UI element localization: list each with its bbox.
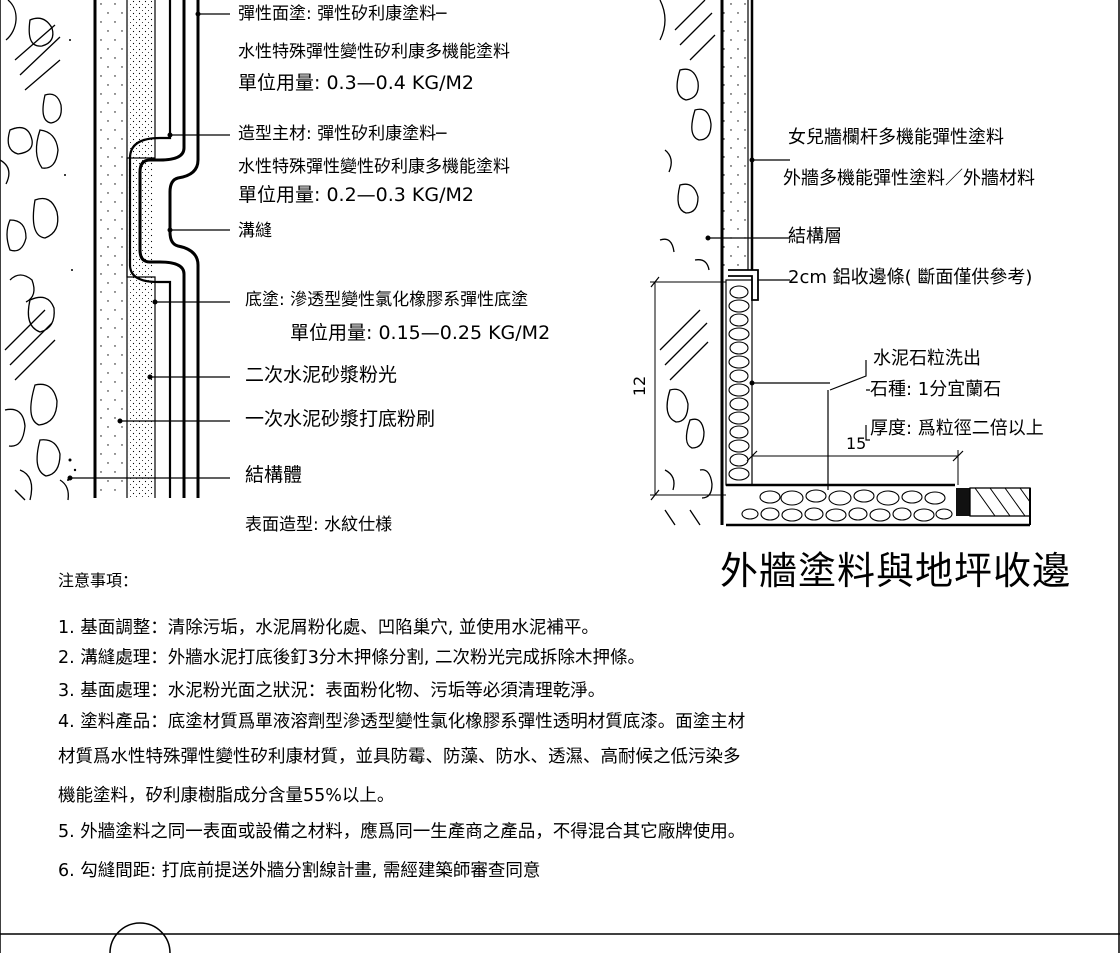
left-aggregate-dots bbox=[64, 39, 77, 481]
left-aggregate bbox=[0, 0, 69, 501]
note-item: 材質爲水性特殊彈性變性矽利康材質，並具防霉、防藻、防水、透濕、高耐候之低污染多 bbox=[58, 747, 741, 767]
dimension-vertical: 12 bbox=[630, 375, 650, 397]
left-label-second-mortar: 二次水泥砂漿粉光 bbox=[245, 364, 398, 386]
washed-stone-floor bbox=[741, 489, 953, 522]
left-label-topcoat-b: 水性特殊彈性變性矽利康多機能塗料 bbox=[238, 42, 510, 62]
note-item: 1. 基面調整：清除污垢，水泥屑粉化處、凹陷巢穴, 並使用水泥補平。 bbox=[58, 618, 599, 638]
right-label-exterior: 外牆多機能彈性塗料／外牆材料 bbox=[783, 168, 1035, 189]
left-label-main-b: 水性特殊彈性變性矽利康多機能塗料 bbox=[238, 157, 510, 177]
note-item: 4. 塗料產品：底塗材質爲單液溶劑型滲透型變性氯化橡膠系彈性透明材質底漆。面塗主… bbox=[58, 712, 746, 732]
note-item: 機能塗料，矽利康樹脂成分含量55%以上。 bbox=[58, 786, 395, 806]
washed-stone-vertical bbox=[728, 285, 750, 481]
note-item: 3. 基面處理：水泥粉光面之狀況：表面粉化物、污垢等必須清理乾淨。 bbox=[58, 681, 606, 701]
right-label-stone-type: 石種: 1分宜蘭石 bbox=[870, 379, 1002, 400]
left-wall-section bbox=[0, 0, 230, 501]
right-label-structure-layer: 結構層 bbox=[788, 226, 842, 247]
dimension-horizontal: 15 bbox=[846, 434, 867, 453]
left-label-structure: 結構體 bbox=[245, 464, 303, 486]
notes-heading: 注意事項： bbox=[58, 571, 139, 590]
note-item: 6. 勾縫間距: 打底前提送外牆分割線計畫, 需經建築師審查同意 bbox=[58, 861, 541, 881]
right-label-thickness: 厚度: 爲粒徑二倍以上 bbox=[870, 418, 1044, 439]
left-label-topcoat-a: 彈性面塗: 彈性矽利康塗料─ bbox=[238, 4, 447, 24]
right-label-parapet: 女兒牆欄杆多機能彈性塗料 bbox=[788, 127, 1004, 148]
right-aggregate bbox=[659, 0, 716, 526]
left-label-groove: 溝縫 bbox=[238, 221, 272, 241]
note-item: 2. 溝縫處理：外牆水泥打底後釘3分木押條分割, 二次粉光完成拆除木押條。 bbox=[58, 648, 646, 668]
detail-title: 外牆塗料與地坪收邊 bbox=[720, 549, 1072, 593]
left-label-topcoat-usage: 單位用量: 0.3—0.4 KG/M2 bbox=[238, 72, 474, 94]
left-label-main-usage: 單位用量: 0.2—0.3 KG/M2 bbox=[238, 184, 474, 206]
left-label-primer: 底塗: 滲透型變性氯化橡膠系彈性底塗 bbox=[245, 290, 529, 310]
right-wall-section bbox=[650, 0, 1031, 527]
right-label-aluminium-strip: 2cm 鋁收邊條( 斷面僅供參考) bbox=[788, 267, 1033, 288]
left-label-primer-usage: 單位用量: 0.15—0.25 KG/M2 bbox=[290, 322, 551, 344]
right-label-washed-stone: 水泥石粒洗出 bbox=[873, 348, 981, 369]
left-label-main-a: 造型主材: 彈性矽利康塗料─ bbox=[238, 124, 447, 144]
note-item: 5. 外牆塗料之同一表面或設備之材料，應爲同一生產商之產品，不得混合其它廠牌使用… bbox=[58, 822, 746, 842]
left-label-surface-finish: 表面造型: 水紋仕様 bbox=[245, 515, 393, 535]
left-label-first-mortar: 一次水泥砂漿打底粉刷 bbox=[245, 408, 436, 430]
